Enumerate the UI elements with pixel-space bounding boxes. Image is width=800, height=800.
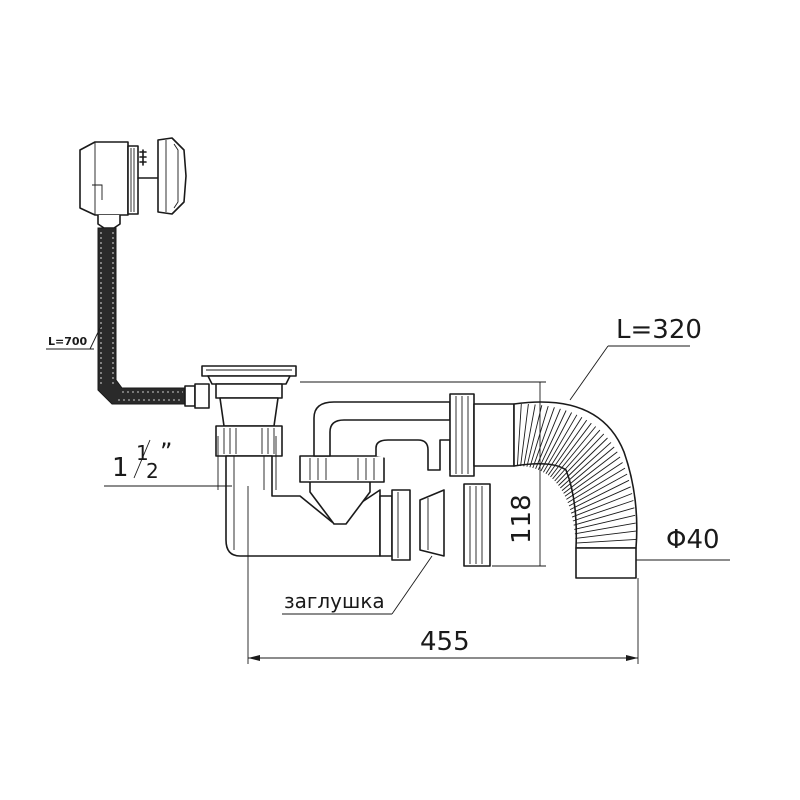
hose-rib [570, 486, 631, 514]
hose-rib [537, 410, 567, 470]
plug-part [419, 489, 445, 557]
hose-rib [564, 456, 621, 497]
hose-rib [559, 442, 612, 489]
corrugated-hose [513, 401, 638, 579]
hose-rib [552, 426, 597, 480]
hose-rib [569, 479, 630, 511]
hose-length-annotation: L=320 [569, 315, 702, 401]
hose-rib [561, 446, 615, 491]
hose-rib [547, 419, 588, 476]
thread-size-whole: 1 [112, 453, 129, 483]
hose-rib [520, 404, 529, 467]
hose-length-label: L=320 [616, 315, 702, 345]
hose-rib [529, 405, 549, 468]
hose-rib [567, 467, 626, 503]
spare-nut [463, 483, 491, 567]
hose-rib [572, 500, 634, 522]
plug-label: заглушка [284, 589, 385, 613]
hose-rib [558, 437, 608, 486]
hose-rib [563, 451, 618, 494]
thread-size-mark: ” [160, 438, 172, 466]
thread-size-numerator: 1 [136, 441, 149, 465]
total-width-annotation: 455 [247, 486, 639, 664]
hose-rib [543, 414, 578, 473]
height-label: 118 [507, 494, 537, 544]
hose-rib [545, 417, 583, 474]
hose-rib [568, 473, 628, 507]
plug-annotation: заглушка [282, 555, 433, 615]
cable-length-label: L=700 [48, 335, 88, 348]
hose-rib [540, 412, 572, 472]
bath-drain [201, 365, 297, 457]
hose-rib [574, 522, 636, 535]
hose-rib [571, 493, 633, 518]
hose-rib [526, 405, 543, 467]
thread-size-annotation: 1 1 2 ” [104, 436, 277, 490]
overflow-pipe [313, 393, 515, 477]
thread-size-denominator: 2 [146, 459, 159, 483]
hose-rib [574, 514, 636, 530]
drain-cable [97, 227, 210, 409]
hose-rib [566, 462, 623, 500]
hose-diameter-annotation: Φ40 [636, 525, 730, 561]
hose-rib [532, 407, 555, 469]
hose-rib [554, 429, 601, 482]
hose-rib [523, 404, 536, 467]
siphon-body [225, 455, 411, 561]
hose-rib [575, 538, 637, 544]
height-annotation: 118 [300, 381, 546, 567]
hose-rib [556, 433, 605, 484]
hose-rib [573, 507, 635, 526]
overflow-unit [79, 137, 187, 229]
total-width-label: 455 [420, 627, 470, 657]
cable-length-annotation: L=700 [46, 325, 102, 350]
hose-rib [550, 422, 592, 478]
hose-rib [575, 530, 637, 539]
hose-diameter-label: Φ40 [666, 525, 720, 555]
hose-rib [516, 403, 522, 467]
